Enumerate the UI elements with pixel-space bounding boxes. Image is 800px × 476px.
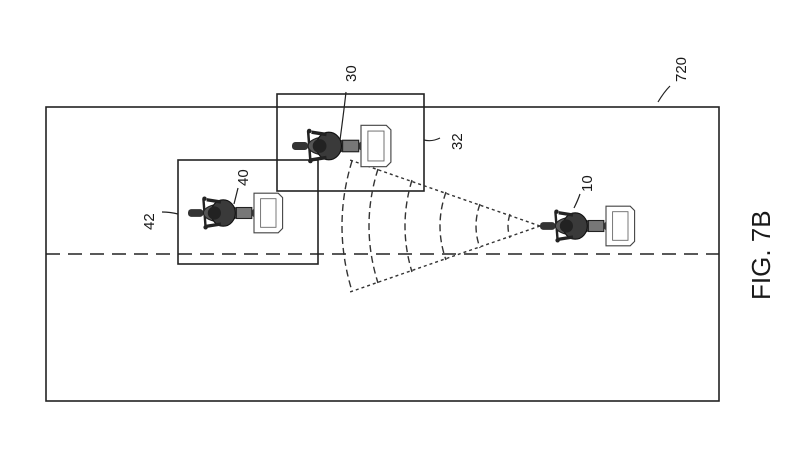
leader-30 bbox=[339, 91, 347, 141]
detection-box-32 bbox=[276, 93, 425, 192]
leader-720 bbox=[657, 85, 671, 103]
label-road: 720 bbox=[673, 57, 690, 82]
leader-32 bbox=[423, 137, 441, 142]
label-box-32: 32 bbox=[449, 133, 466, 150]
leader-42 bbox=[161, 211, 179, 215]
leader-10 bbox=[573, 193, 581, 209]
figure-caption: FIG. 7B bbox=[746, 210, 776, 300]
label-vehicle-40: 40 bbox=[235, 169, 252, 186]
label-vehicle-10: 10 bbox=[579, 175, 596, 192]
sensor-field bbox=[341, 159, 541, 293]
detection-box-42 bbox=[177, 159, 319, 265]
leader-40 bbox=[233, 187, 239, 205]
label-box-42: 42 bbox=[141, 213, 158, 230]
host-vehicle-10 bbox=[538, 204, 637, 248]
label-vehicle-30: 30 bbox=[343, 65, 360, 82]
